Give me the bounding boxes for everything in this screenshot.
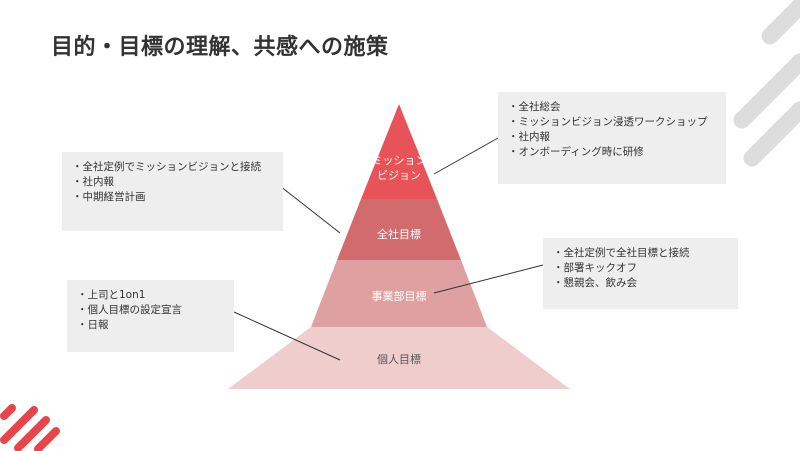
deco-stripe — [761, 0, 800, 45]
deco-stripe — [34, 427, 60, 451]
tier-label-personal-goal: 個人目標 — [377, 353, 421, 366]
callout-company-goal: 全社定例でミッションビジョンと接続 社内報 中期経営計画 — [62, 152, 283, 231]
pyramid-tier-personal-goal — [228, 327, 570, 389]
connector-mission-vision — [433, 137, 499, 175]
callout-item: 部署キックオフ — [553, 261, 728, 276]
tier-label-company-goal: 全社目標 — [377, 228, 421, 241]
connector-division-goal — [433, 264, 544, 294]
callout-item: 中期経営計画 — [72, 190, 273, 205]
callout-division-goal: 全社定例で全社目標と接続 部署キックオフ 懇親会、飲み会 — [543, 238, 738, 309]
pyramid-tier-company-goal — [337, 199, 461, 260]
callout-item: 個人目標の設定宣言 — [77, 303, 224, 318]
connector-company-goal — [279, 185, 341, 234]
deco-stripe — [0, 404, 16, 420]
callout-item: 全社総会 — [508, 100, 716, 115]
callout-item: 懇親会、飲み会 — [553, 276, 728, 291]
connector-personal-goal — [233, 311, 341, 361]
callout-item: 日報 — [77, 318, 224, 333]
deco-stripe — [733, 53, 800, 129]
deco-stripe — [743, 101, 800, 167]
tier-label-vision: ビジョン — [377, 169, 421, 182]
deco-stripe — [0, 406, 38, 444]
deco-stripe — [14, 416, 50, 451]
slide-title: 目的・目標の理解、共感への施策 — [51, 35, 389, 60]
callout-item: 上司と1on1 — [77, 288, 224, 303]
callout-item: ミッションビジョン浸透ワークショップ — [508, 115, 716, 130]
callout-item: 社内報 — [508, 130, 716, 145]
callout-personal-goal: 上司と1on1 個人目標の設定宣言 日報 — [67, 280, 234, 352]
callout-item: 全社定例でミッションビジョンと接続 — [72, 160, 273, 175]
decorative-stripes-top-right — [733, 0, 800, 167]
decorative-stripes-bottom-left — [0, 404, 60, 451]
callout-mission-vision: 全社総会 ミッションビジョン浸透ワークショップ 社内報 オンボーディング時に研修 — [498, 92, 726, 184]
tier-label-mission: ミッション — [371, 154, 427, 167]
tier-label-mission-vision: ミッション ビジョン — [329, 153, 469, 183]
callout-item: オンボーディング時に研修 — [508, 145, 716, 160]
callout-item: 社内報 — [72, 175, 273, 190]
pyramid-tier-division-goal — [311, 260, 487, 327]
tier-label-division-goal: 事業部目標 — [371, 290, 427, 303]
callout-item: 全社定例で全社目標と接続 — [553, 246, 728, 261]
pyramid-tier-mission-vision — [361, 104, 437, 199]
